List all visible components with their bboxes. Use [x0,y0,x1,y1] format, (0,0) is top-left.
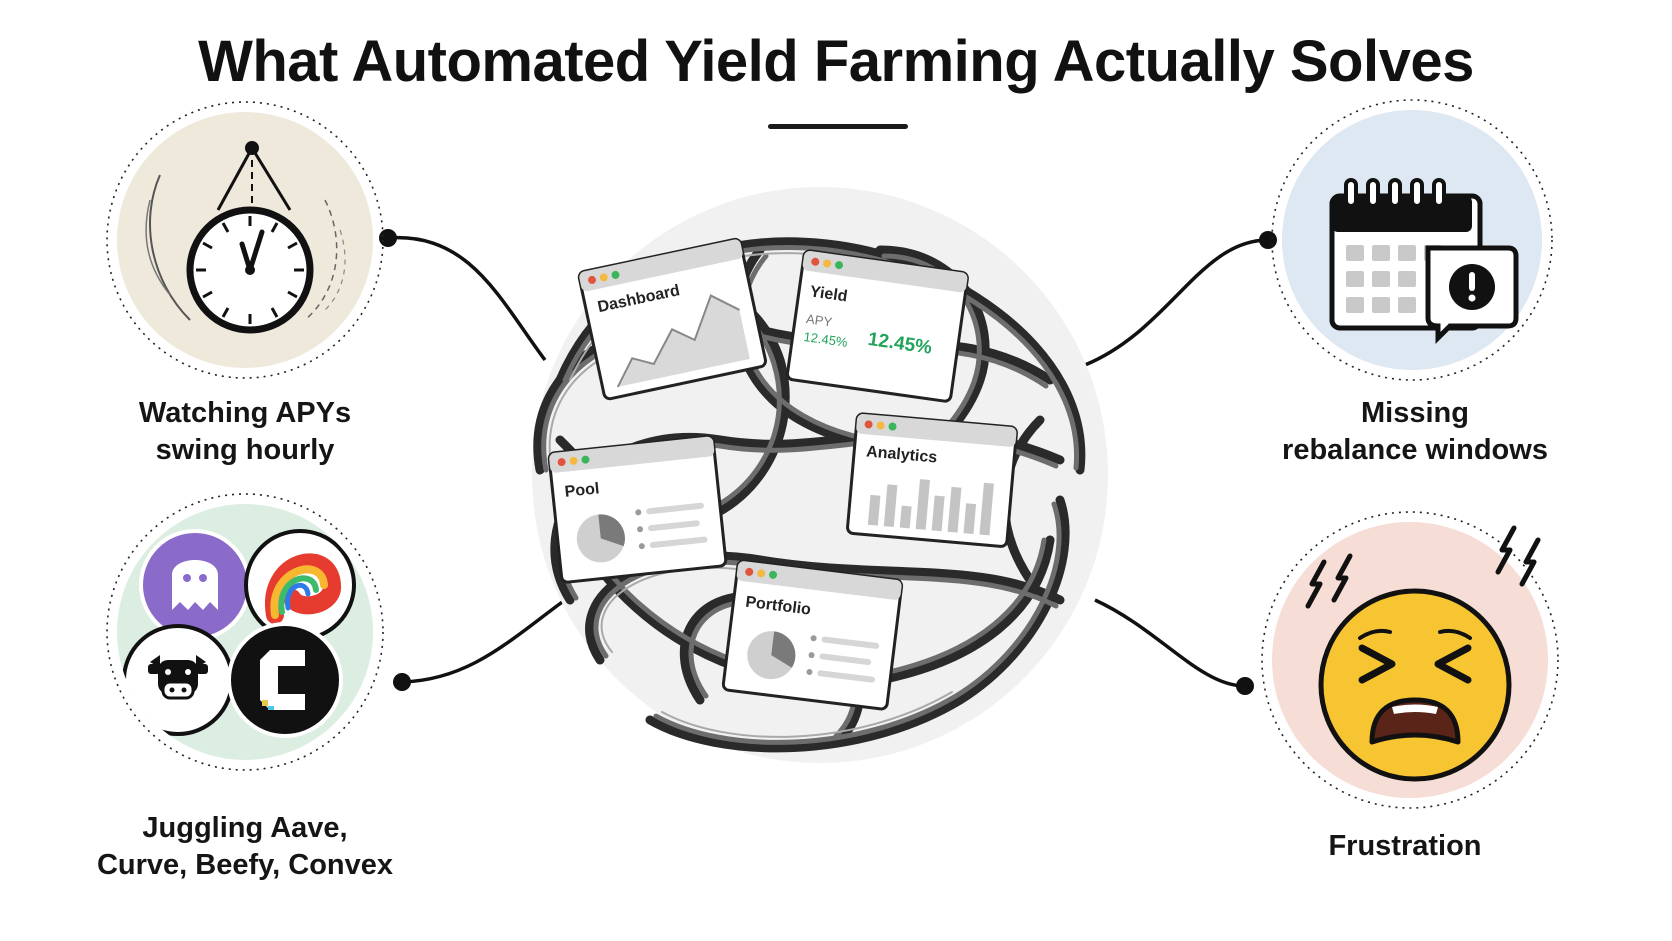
apy-label: APY [805,311,833,330]
label-protocols: Juggling Aave, Curve, Beefy, Convex [96,812,394,881]
connector-dots [379,229,1277,695]
bubble-protocols [106,493,384,771]
window-portfolio: Portfolio [721,559,904,711]
frustrated-face-icon [1305,525,1541,782]
label-rebalance: Missing rebalance windows [1282,397,1548,466]
window-yield: Yield APY 12.45% 12.45% [785,249,969,403]
protocol-logos-icon [122,529,356,738]
window-pool-title: Pool [564,480,600,501]
label-frustration: Frustration [1328,830,1482,862]
bubble-rebalance [1271,99,1553,381]
connector-rebalance [1084,238,1269,367]
window-pool: Pool [547,435,728,584]
apy-value-small: 12.45% [803,329,849,350]
window-analytics: Analytics [846,412,1018,548]
connector-lines [387,235,1269,688]
window-analytics-title: Analytics [865,443,937,466]
connector-protocols [401,598,567,684]
convex-logo [227,622,343,738]
window-yield-title: Yield [809,283,849,305]
clock-pendulum-icon [145,141,346,334]
curve-logo [244,529,356,641]
connector-apy [387,235,547,362]
bubble-frustration [1261,511,1559,809]
beefy-cow-logo [122,624,234,736]
bubble-apy [106,101,384,379]
page-title: What Automated Yield Farming Actually So… [198,29,1474,94]
title-underline [768,124,908,129]
aave-ghost-logo [139,529,251,641]
connector-frustration [1094,598,1246,688]
calendar-alert-icon [1329,178,1519,345]
label-apy: Watching APYs swing hourly [138,397,352,466]
anger-marks-icon [1305,525,1541,609]
window-dashboard: Dashboard [577,237,767,401]
